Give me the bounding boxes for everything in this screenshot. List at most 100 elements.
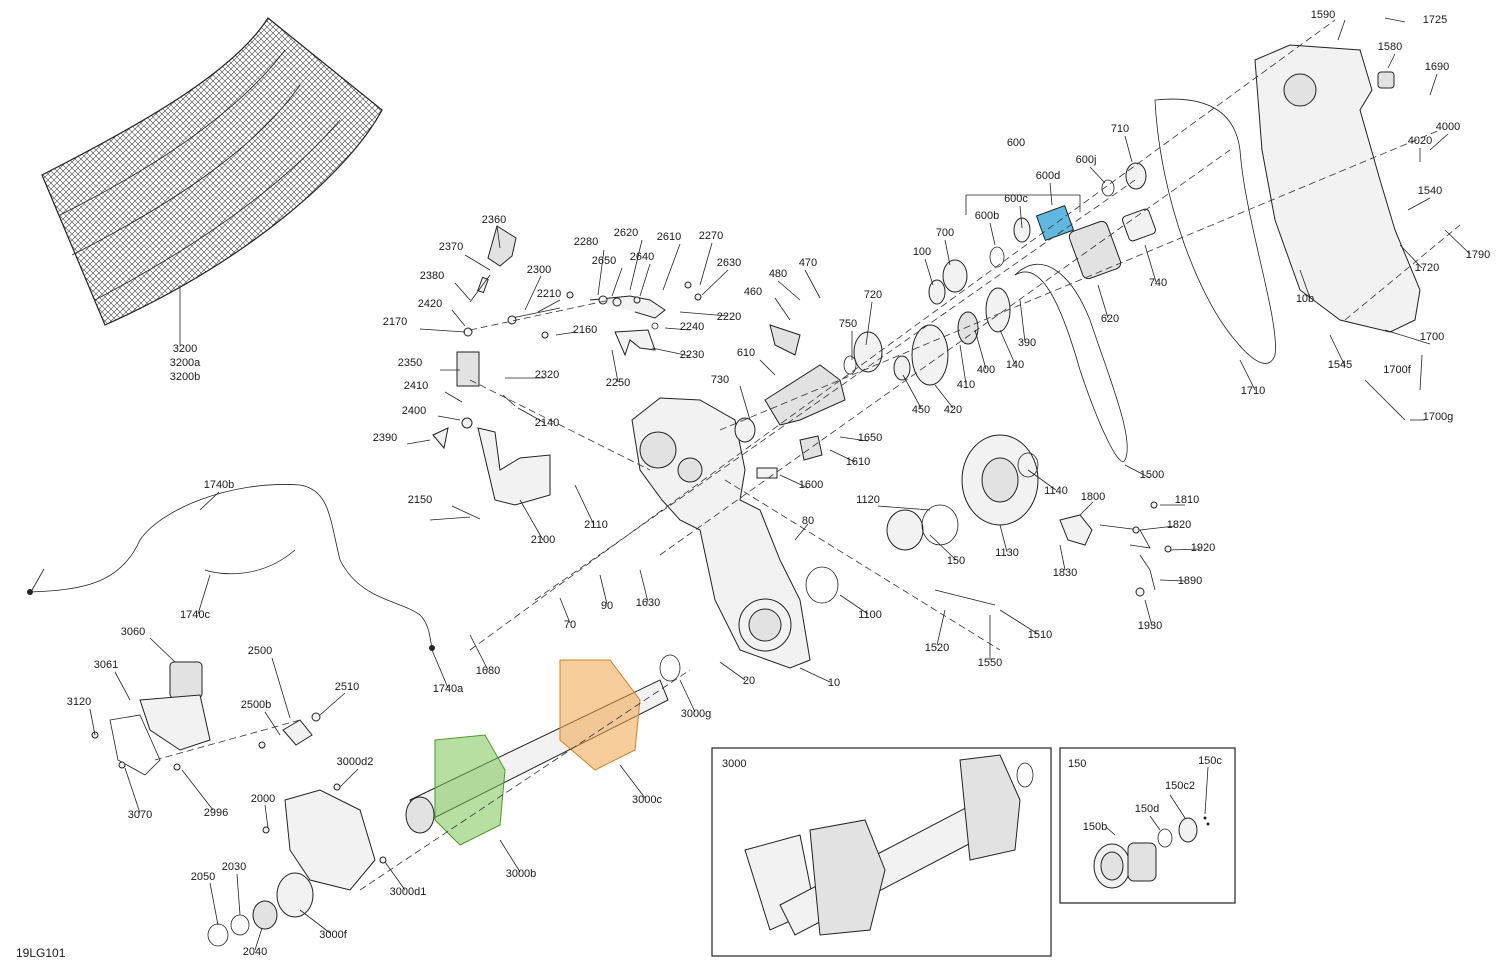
detail-box-3000: 3000 xyxy=(711,747,1052,957)
part-label-1130: 1130 xyxy=(995,547,1019,559)
leader-line xyxy=(1384,17,1406,23)
part-label-70: 70 xyxy=(564,619,576,631)
leader-line xyxy=(679,311,729,317)
part-label-2040: 2040 xyxy=(243,946,267,958)
part-label-610: 610 xyxy=(737,347,755,359)
leader-line xyxy=(1097,284,1109,319)
part-label-1650: 1650 xyxy=(858,432,882,444)
part-label-1540: 1540 xyxy=(1418,185,1442,197)
leader-line xyxy=(114,671,131,701)
track-3200 xyxy=(41,17,383,340)
part-label-2350: 2350 xyxy=(398,357,422,369)
leader-line xyxy=(499,839,521,873)
detail-150-title: 150 xyxy=(1068,758,1086,770)
part-label-1580: 1580 xyxy=(1378,41,1402,53)
leader-line xyxy=(999,524,1008,553)
part-label-710: 710 xyxy=(1111,123,1129,135)
leader-line xyxy=(559,597,571,624)
part-label-1100: 1100 xyxy=(858,609,882,621)
leader-line xyxy=(839,436,869,442)
part-label-2370: 2370 xyxy=(439,241,463,253)
leader-line xyxy=(759,359,776,376)
part-label-1700: 1700 xyxy=(1420,331,1444,343)
leader-line xyxy=(679,679,696,713)
leader-line xyxy=(574,484,595,526)
leader-line xyxy=(1169,548,1201,551)
leader-line xyxy=(1299,269,1311,299)
selector-1800 xyxy=(1059,501,1172,597)
leader-line xyxy=(464,254,491,271)
leader-line xyxy=(619,764,646,799)
part-label-1740a: 1740a xyxy=(433,683,464,695)
part-label-480: 480 xyxy=(769,268,787,280)
part-label-1690: 1690 xyxy=(1425,61,1449,73)
part-label-2630: 2630 xyxy=(717,257,741,269)
part-label-4000: 4000 xyxy=(1436,121,1460,133)
part-label-2000: 2000 xyxy=(251,793,275,805)
part-label-3000f: 3000f xyxy=(319,929,347,941)
part-label-1600: 1600 xyxy=(799,479,823,491)
detail-150-label-150b: 150b xyxy=(1083,821,1107,833)
leader-line xyxy=(236,873,241,916)
leader-line xyxy=(629,239,643,291)
leader-line xyxy=(1059,544,1066,571)
part-label-1890: 1890 xyxy=(1178,575,1202,587)
leader-line xyxy=(89,708,96,736)
part-label-10b: 10b xyxy=(1296,293,1314,305)
leader-line xyxy=(1124,464,1151,479)
part-label-1740c: 1740c xyxy=(180,609,210,621)
leader-line xyxy=(496,225,501,249)
part-label-1680: 1680 xyxy=(476,665,500,677)
leader-line xyxy=(339,768,359,788)
leader-line xyxy=(934,384,954,409)
leader-line xyxy=(406,439,431,445)
part-label-1700f: 1700f xyxy=(1383,364,1411,376)
drawing-id: 19LG101 xyxy=(16,946,66,960)
leader-line xyxy=(124,767,141,814)
leader-line xyxy=(989,222,996,246)
part-label-460: 460 xyxy=(744,286,762,298)
leader-line xyxy=(1124,135,1133,163)
part-label-1510: 1510 xyxy=(1028,629,1052,641)
leader-line xyxy=(537,299,561,313)
detail-150-label-150c2: 150c2 xyxy=(1165,780,1195,792)
leader-line xyxy=(431,649,449,689)
leader-line xyxy=(1444,229,1471,255)
part-label-1725: 1725 xyxy=(1423,14,1447,26)
leader-line xyxy=(774,297,791,321)
leader-line xyxy=(199,491,220,511)
leader-line xyxy=(31,568,45,591)
part-label-1545: 1545 xyxy=(1328,359,1352,371)
part-label-2100: 2100 xyxy=(531,534,555,546)
part-label-2380: 2380 xyxy=(420,270,444,282)
part-label-2220: 2220 xyxy=(717,311,741,323)
part-label-1820: 1820 xyxy=(1167,519,1191,531)
part-label-1500: 1500 xyxy=(1140,469,1164,481)
part-label-450: 450 xyxy=(912,404,930,416)
leader-line xyxy=(469,634,489,671)
leader-line xyxy=(149,637,176,663)
leader-line xyxy=(1019,205,1023,229)
part-label-3060: 3060 xyxy=(121,626,145,638)
detail-150-label-150d: 150d xyxy=(1135,803,1159,815)
part-label-470: 470 xyxy=(799,257,817,269)
part-label-3000d2: 3000d2 xyxy=(337,756,374,768)
leader-line xyxy=(1019,299,1026,343)
leader-line xyxy=(1407,197,1431,211)
part-label-3061: 3061 xyxy=(94,659,118,671)
leader-line xyxy=(699,242,713,286)
detail-150-label-150c: 150c xyxy=(1198,755,1222,767)
part-label-420: 420 xyxy=(944,404,962,416)
leader-line xyxy=(877,505,931,511)
part-label-3200b: 3200b xyxy=(170,371,201,383)
part-label-2150: 2150 xyxy=(408,494,432,506)
detail-box-150: 150 xyxy=(1059,747,1236,904)
part-label-2500b: 2500b xyxy=(241,699,272,711)
leader-line xyxy=(1399,244,1423,269)
part-label-3000c: 3000c xyxy=(632,794,662,806)
leader-line xyxy=(181,769,214,811)
leader-line xyxy=(639,569,649,603)
leader-line xyxy=(1429,73,1438,96)
part-label-1740b: 1740b xyxy=(204,479,235,491)
part-label-1590: 1590 xyxy=(1311,9,1335,21)
